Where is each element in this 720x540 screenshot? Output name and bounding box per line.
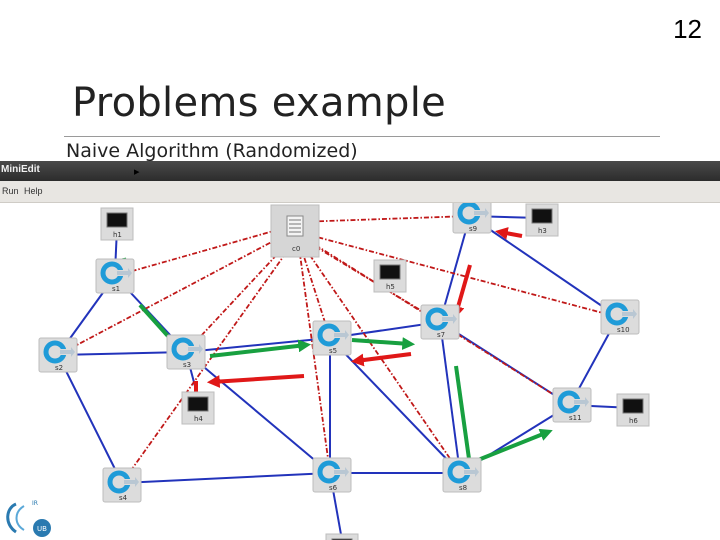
- svg-text:s8: s8: [459, 484, 467, 492]
- switch-s4[interactable]: s4: [103, 468, 141, 502]
- svg-text:s5: s5: [329, 347, 337, 355]
- svg-text:s10: s10: [617, 326, 630, 334]
- host-bottom[interactable]: [325, 533, 359, 540]
- topology-canvas: c0 h1 h3 h5 h4 h6 s9: [0, 161, 650, 540]
- svg-text:s11: s11: [569, 414, 582, 422]
- svg-text:h6: h6: [629, 417, 638, 425]
- switch-s11[interactable]: s11: [553, 388, 591, 422]
- switch-s1[interactable]: s1: [96, 259, 134, 293]
- miniedit-screenshot: c0 h1 h3 h5 h4 h6 s9: [0, 161, 720, 540]
- svg-text:h1: h1: [113, 231, 122, 239]
- host-h5[interactable]: h5: [373, 259, 407, 293]
- switch-s8[interactable]: s8: [443, 458, 481, 492]
- switch-s2[interactable]: s2: [39, 338, 77, 372]
- svg-text:h5: h5: [386, 283, 395, 291]
- switch-s9[interactable]: s9: [453, 199, 491, 233]
- switch-s10[interactable]: s10: [601, 300, 639, 334]
- svg-text:s1: s1: [112, 285, 120, 293]
- slide-title: Problems example: [72, 80, 447, 126]
- host-h4[interactable]: h4: [181, 391, 215, 425]
- logo-text-bottom: UB: [37, 525, 47, 533]
- controller-c0[interactable]: c0: [270, 204, 320, 258]
- switch-s5[interactable]: s5: [313, 321, 351, 355]
- switch-s6[interactable]: s6: [313, 458, 351, 492]
- mouse-cursor-icon: ▸: [134, 166, 140, 178]
- host-h3[interactable]: h3: [525, 203, 559, 237]
- institution-logo: IR UB: [6, 500, 51, 537]
- window-title: MiniEdit: [1, 164, 40, 175]
- menu-help[interactable]: Help: [24, 186, 43, 196]
- slide-number: 12: [673, 14, 702, 44]
- host-h1[interactable]: h1: [100, 207, 134, 241]
- red-arrows: [189, 227, 523, 406]
- svg-text:s7: s7: [437, 331, 445, 339]
- menu-run[interactable]: Run: [2, 186, 19, 196]
- svg-text:c0: c0: [292, 245, 300, 253]
- svg-text:s4: s4: [119, 494, 128, 502]
- svg-text:h3: h3: [538, 227, 547, 235]
- slide-subtitle: Naive Algorithm (Randomized): [66, 140, 358, 162]
- window-titlebar[interactable]: MiniEdit: [0, 161, 720, 181]
- svg-text:h4: h4: [194, 415, 203, 423]
- switch-s3[interactable]: s3: [167, 335, 205, 369]
- svg-text:s2: s2: [55, 364, 63, 372]
- logo-text-top: IR: [32, 500, 38, 507]
- switch-s7[interactable]: s7: [421, 305, 459, 339]
- svg-text:s3: s3: [183, 361, 191, 369]
- svg-text:s6: s6: [329, 484, 338, 492]
- host-h6[interactable]: h6: [616, 393, 650, 427]
- menu-bar: Run Help: [0, 181, 720, 203]
- title-divider: [64, 136, 660, 137]
- svg-text:s9: s9: [469, 225, 477, 233]
